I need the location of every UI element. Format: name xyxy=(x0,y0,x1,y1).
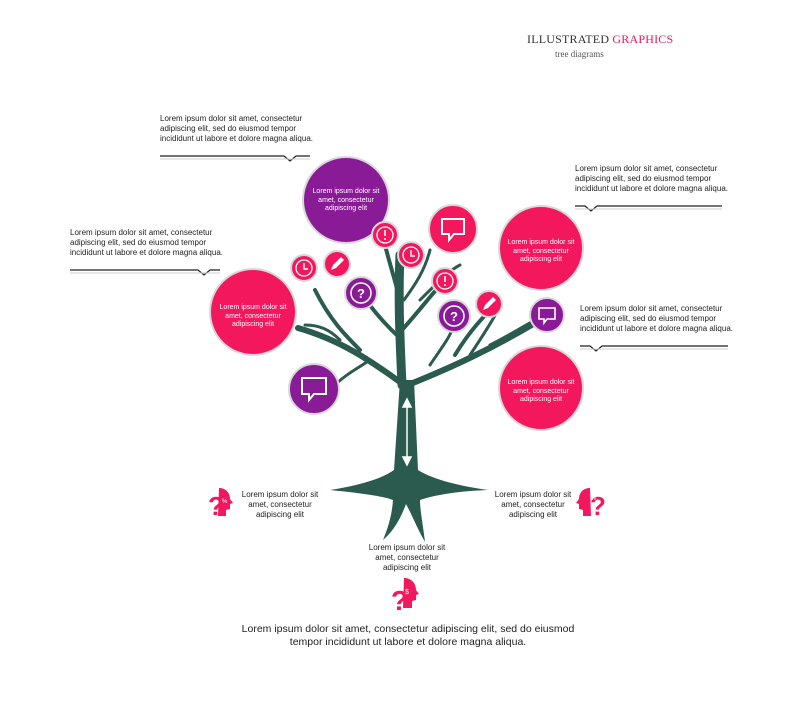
callout-line-top-right xyxy=(575,205,722,212)
note-top-left: Lorem ipsum dolor sit amet, consectetur … xyxy=(160,114,313,143)
pink-circle-left-text: Lorem ipsum dolor sit amet, consectetur … xyxy=(219,304,287,328)
exclamation-icon xyxy=(371,221,399,249)
note-top-right: Lorem ipsum dolor sit amet, consectetur … xyxy=(575,164,728,193)
pink-circle-right-top-text: Lorem ipsum dolor sit amet, consectetur … xyxy=(507,239,575,263)
note-mid-left: Lorem ipsum dolor sit amet, consectetur … xyxy=(70,228,223,257)
note-mid-right: Lorem ipsum dolor sit amet, consectetur … xyxy=(580,304,733,333)
speech-bubble-icon xyxy=(428,204,478,254)
footer-text: Lorem ipsum dolor sit amet, consectetur … xyxy=(241,623,575,648)
root-label-bottom: Lorem ipsum dolor sit amet, consectetur … xyxy=(368,543,446,572)
exclamation-icon xyxy=(431,267,459,295)
speech-bubble-icon xyxy=(288,363,340,415)
question-icon: ? xyxy=(437,299,471,333)
question-icon: ? xyxy=(344,276,378,310)
pencil-icon xyxy=(323,250,351,278)
tree-branch xyxy=(428,328,454,367)
root-label-right: Lorem ipsum dolor sit amet, consectetur … xyxy=(494,490,572,519)
pink-circle-right-bottom-text: Lorem ipsum dolor sit amet, consectetur … xyxy=(507,379,575,403)
question-head-icon: ? % xyxy=(208,488,233,521)
purple-circle-top-text: Lorem ipsum dolor sit amet, consectetur … xyxy=(312,188,380,212)
svg-text:?: ? xyxy=(450,309,458,324)
pink-circle-left xyxy=(209,268,297,356)
speech-bubble-icon xyxy=(529,297,565,333)
tree-branch xyxy=(295,325,407,388)
question-head-icon: ? $ xyxy=(391,578,419,616)
tree-branch xyxy=(333,358,372,387)
svg-text:%: % xyxy=(591,496,597,502)
header: ILLUSTRATED GRAPHICS tree diagrams xyxy=(527,32,687,59)
callout-line-mid-left xyxy=(70,269,220,276)
callout-lines xyxy=(70,155,728,352)
svg-text:%: % xyxy=(222,499,228,505)
pink-circle-right-bottom xyxy=(498,345,584,431)
svg-text:?: ? xyxy=(357,286,365,301)
tree-branch xyxy=(303,323,342,342)
header-subtitle: tree diagrams xyxy=(555,49,604,59)
arrow-updown-icon xyxy=(401,397,413,467)
header-title: ILLUSTRATED GRAPHICS xyxy=(527,32,674,46)
tree-branch xyxy=(313,288,362,352)
callout-line-top-left xyxy=(160,155,310,162)
tree-branch xyxy=(394,250,407,390)
svg-text:?: ? xyxy=(590,491,606,521)
tree-branch xyxy=(405,317,543,388)
callout-line-mid-right xyxy=(580,345,728,352)
pink-circle-right-top xyxy=(498,205,584,291)
tree-branch xyxy=(402,248,432,302)
tree-branch xyxy=(383,243,402,302)
svg-text:$: $ xyxy=(405,589,409,596)
clock-icon xyxy=(290,254,318,282)
root-label-left: Lorem ipsum dolor sit amet, consectetur … xyxy=(241,490,319,519)
clock-icon xyxy=(397,241,425,269)
pencil-icon xyxy=(475,290,503,318)
big-circles xyxy=(209,156,584,431)
purple-circle-top xyxy=(302,156,390,244)
question-head-icon: ? % xyxy=(576,488,606,521)
